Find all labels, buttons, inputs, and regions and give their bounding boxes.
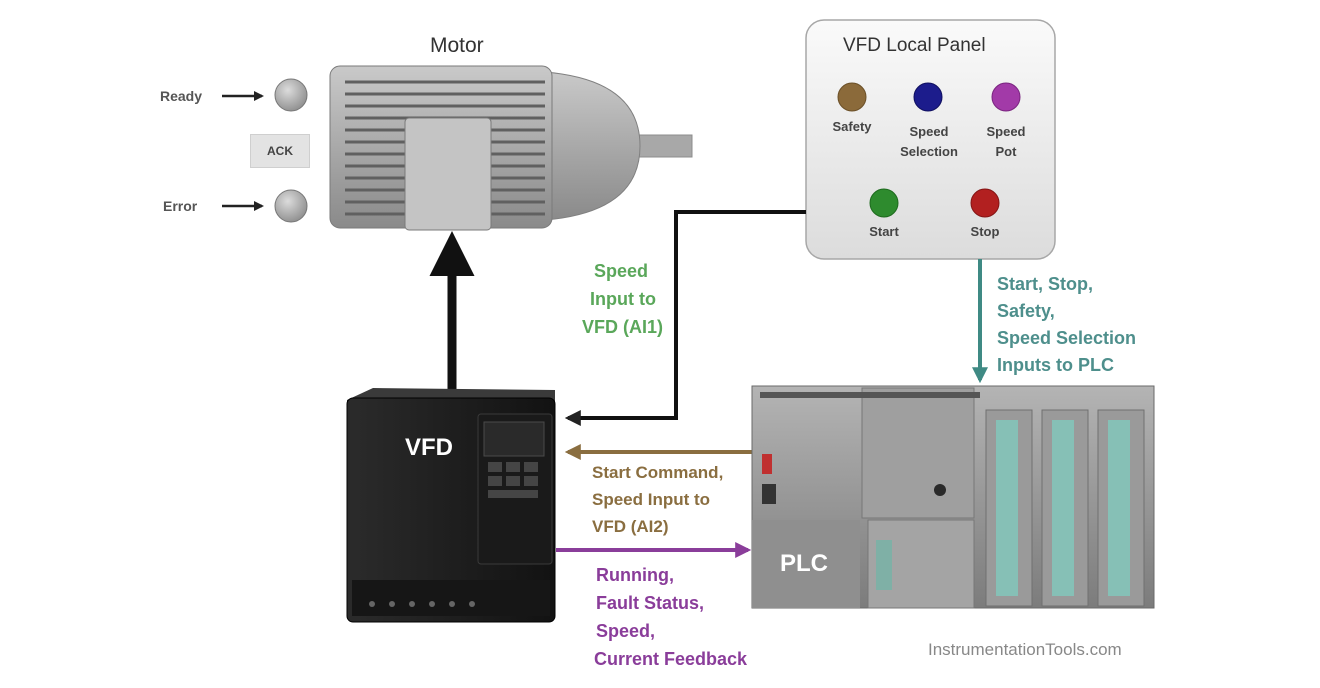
panel-to-plc-label-4: Inputs to PLC [997,355,1114,375]
watermark: InstrumentationTools.com [928,640,1122,659]
speed-pot-label: Speed Pot [986,124,1026,160]
vfd-drive-image [346,388,556,623]
speed-ai1-label-1: Speed [594,261,649,281]
ready-lamp [274,78,308,112]
stop-label: Stop [970,224,1000,239]
speed-ai1-line [564,210,806,426]
vfd-device-label: VFD [405,434,453,461]
motor-title: Motor [430,34,484,57]
plc-image [751,385,1155,609]
speed-pot-button-lamp[interactable] [991,82,1021,112]
start-label: Start [869,224,899,239]
feedback-label-3: Speed, [596,621,656,641]
ack-button[interactable]: ACK [250,134,310,168]
feedback-label-1: Running, [596,565,674,585]
speed-ai1-label-3: VFD (AI1) [582,317,663,337]
stop-button-lamp[interactable] [970,188,1000,218]
start-command-label-2: Speed Input to [592,490,711,509]
feedback-label-4: Current Feedback [594,649,748,669]
ready-label: Ready [160,88,203,104]
feedback-label-2: Fault Status, [596,593,705,613]
panel-to-plc-label-1: Start, Stop, [997,274,1094,294]
speed-ai1-label-2: Input to [590,289,656,309]
safety-button-lamp[interactable] [837,82,867,112]
error-lamp [274,189,308,223]
safety-label: Safety [832,119,872,134]
motor-image [329,65,693,231]
panel-to-plc-label-3: Speed Selection [997,328,1137,348]
vfd-panel-title: VFD Local Panel [843,35,986,56]
panel-to-plc-label-2: Safety, [997,301,1055,321]
start-button-lamp[interactable] [869,188,899,218]
start-command-label-3: VFD (AI2) [592,517,669,536]
error-label: Error [163,198,198,214]
start-command-label-1: Start Command, [592,463,724,482]
speed-selection-label: Speed Selection [900,124,958,160]
plc-device-label: PLC [780,550,828,577]
speed-selection-button-lamp[interactable] [913,82,943,112]
